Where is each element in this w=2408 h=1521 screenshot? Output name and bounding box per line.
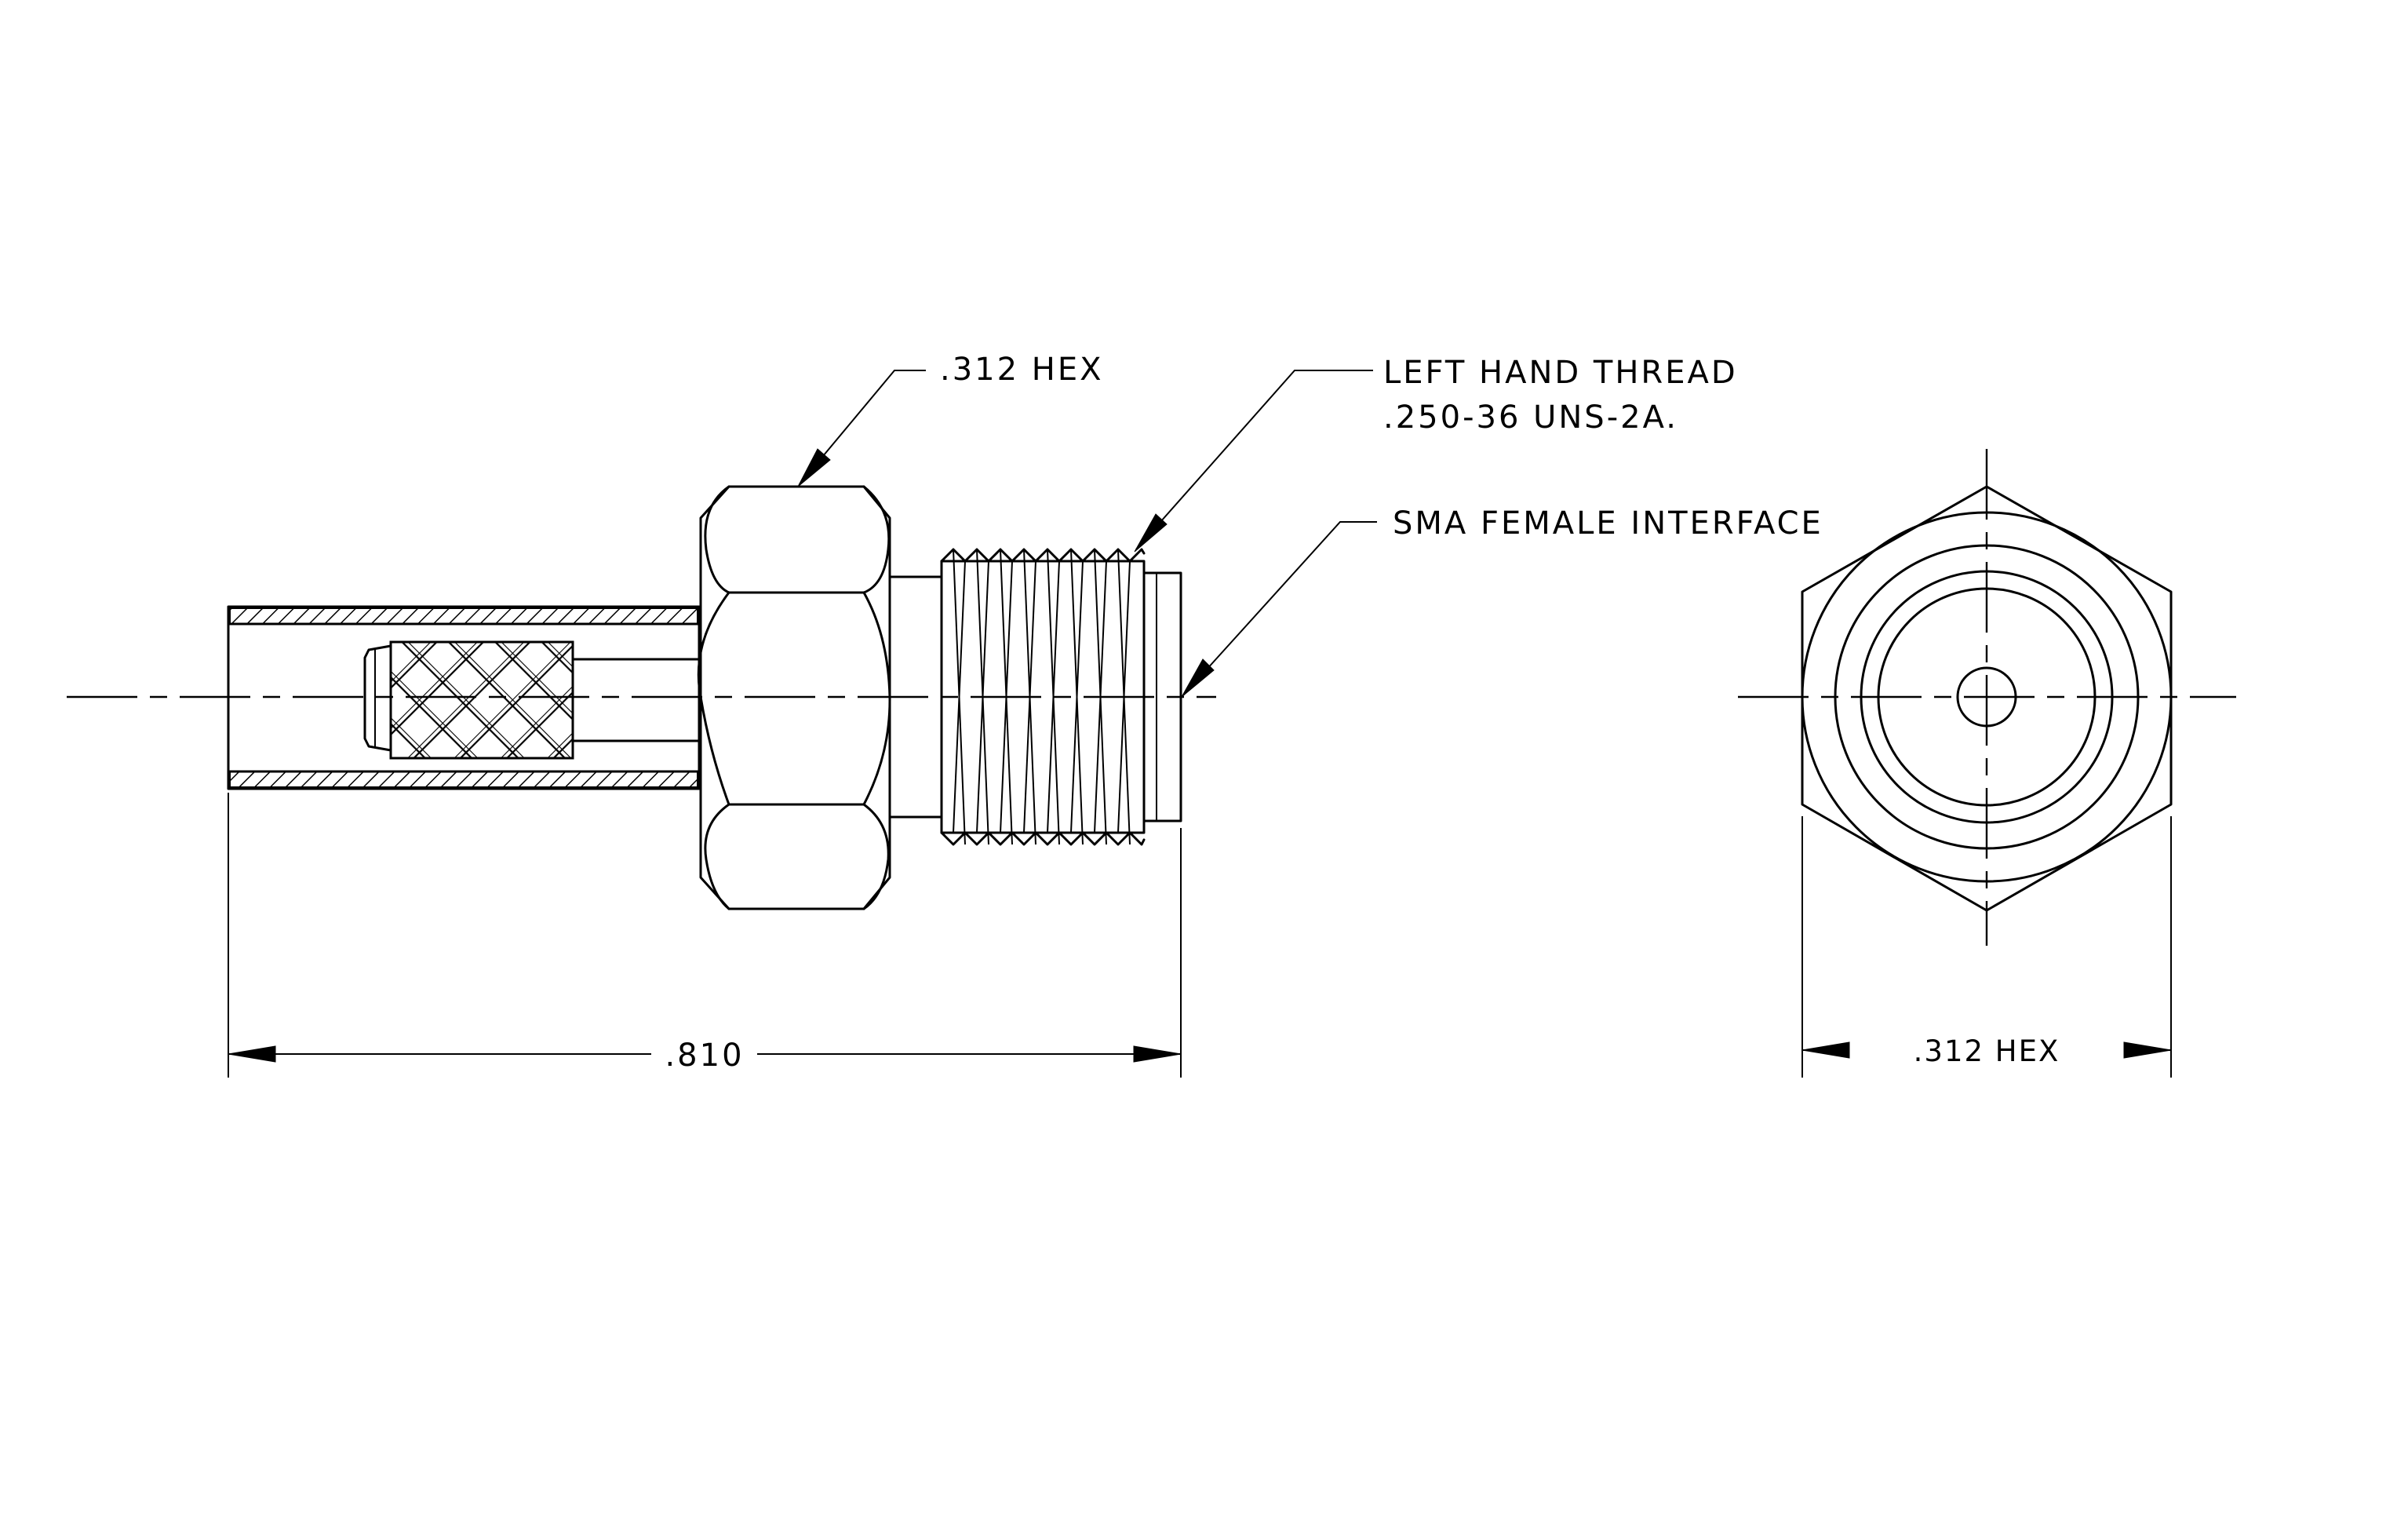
side-view: .810 .312 HEX LEFT HAND THREAD .250-36 U… [67,352,1823,1078]
end-view: .312 HEX [1738,449,2236,1078]
center-pin-circle [1956,666,2017,728]
hex-end-label: .312 HEX [1914,1034,2060,1068]
thread-leader: LEFT HAND THREAD .250-36 UNS-2A. [1134,355,1738,553]
hex-nut-side [697,485,891,910]
hex-outline [1801,485,2173,912]
center-contact [363,640,701,760]
hex-end-dimension: .312 HEX [1801,1034,2172,1068]
interface-leader: SMA FEMALE INTERFACE [1181,505,1823,698]
threaded-body [940,548,1182,846]
crimp-ferrule [227,605,701,790]
interface-label: SMA FEMALE INTERFACE [1393,505,1823,542]
overall-length-label: .810 [665,1038,744,1074]
overall-length-dimension: .810 [228,1038,1182,1074]
hex-side-leader: .312 HEX [797,352,1104,487]
thread-label-line2: .250-36 UNS-2A. [1383,399,1678,436]
thread-label-line1: LEFT HAND THREAD [1383,355,1738,391]
hex-side-label: .312 HEX [940,352,1104,388]
